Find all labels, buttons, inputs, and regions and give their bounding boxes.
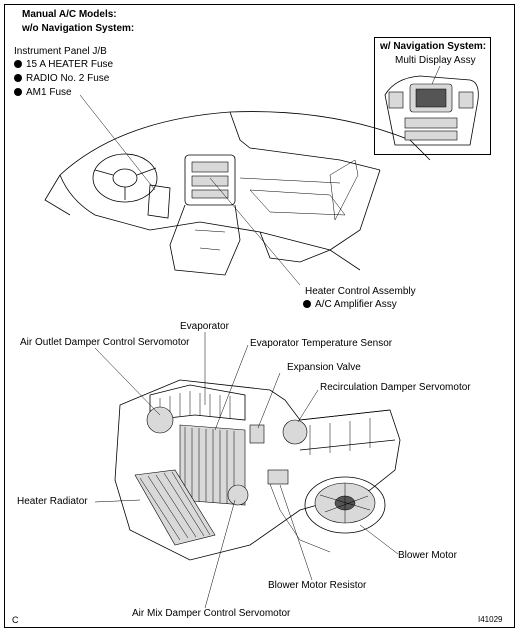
fuse-item: RADIO No. 2 Fuse <box>14 73 109 85</box>
blower-resistor-label: Blower Motor Resistor <box>268 580 367 591</box>
blower-motor-label: Blower Motor <box>398 550 457 561</box>
dashboard-illustration <box>44 111 431 276</box>
bullet-icon <box>14 74 22 82</box>
corner-letter: C <box>12 615 19 625</box>
multi-display-label: Multi Display Assy <box>395 55 476 66</box>
air-mix-servomotor-label: Air Mix Damper Control Servomotor <box>132 608 291 619</box>
heater-control-label: Heater Control Assembly <box>305 286 416 297</box>
evaporator-temp-sensor-label: Evaporator Temperature Sensor <box>250 338 393 349</box>
bullet-icon <box>303 300 311 308</box>
navigation-inset-title: w/ Navigation System: <box>380 41 487 52</box>
hvac-unit-illustration <box>114 379 401 561</box>
bullet-icon <box>14 60 22 68</box>
header-line-1: Manual A/C Models: <box>22 9 117 20</box>
multi-display-illustration <box>384 65 479 146</box>
bullet-icon <box>14 88 22 96</box>
ac-amplifier-label: A/C Amplifier Assy <box>303 299 397 311</box>
header-line-2: w/o Navigation System: <box>22 23 135 34</box>
fuse-item: 15 A HEATER Fuse <box>14 59 113 71</box>
evaporator-label: Evaporator <box>180 321 229 332</box>
recirculation-servomotor-label: Recirculation Damper Servomotor <box>320 382 471 393</box>
diagram-frame <box>4 4 515 628</box>
figure-id: I41029 <box>478 615 503 624</box>
air-outlet-servomotor-label: Air Outlet Damper Control Servomotor <box>20 337 190 348</box>
instrument-panel-title: Instrument Panel J/B <box>14 46 107 57</box>
fuse-item: AM1 Fuse <box>14 87 72 99</box>
navigation-inset <box>374 37 491 155</box>
heater-radiator-label: Heater Radiator <box>17 496 88 507</box>
expansion-valve-label: Expansion Valve <box>287 362 361 373</box>
